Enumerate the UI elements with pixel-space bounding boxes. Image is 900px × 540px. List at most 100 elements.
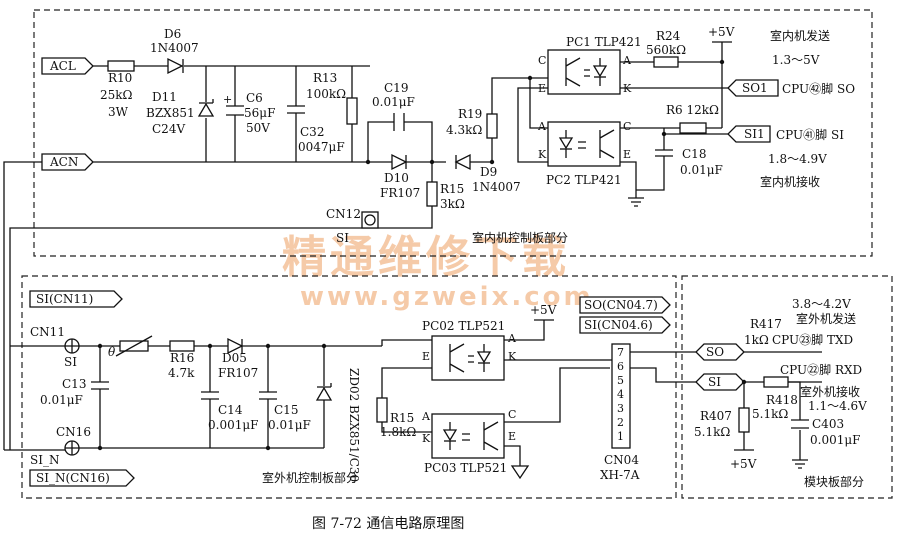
r418-resistor xyxy=(763,376,789,388)
so1-terminal xyxy=(727,79,779,97)
r418-value: 5.1kΩ xyxy=(752,407,788,421)
module-send-range: 3.8～4.2V xyxy=(792,297,851,311)
module-ground xyxy=(792,459,808,469)
r15-out-ref: R15 xyxy=(390,411,414,425)
indoor-board-border xyxy=(33,9,873,257)
sin-cn16-tag xyxy=(29,469,135,487)
r417-value: 1kΩ xyxy=(744,333,769,347)
cn12-connector xyxy=(361,211,379,229)
r24-value: 560kΩ xyxy=(646,43,686,57)
c13-value: 0.01μF xyxy=(40,393,83,407)
d11-voltage: C24V xyxy=(152,122,185,136)
sin-cn16-tag-label: SI_N(CN16) xyxy=(36,471,110,485)
d05-part: FR107 xyxy=(218,366,258,380)
module-board-border xyxy=(681,275,893,499)
acn-label: ACN xyxy=(49,155,78,169)
svg-text:E: E xyxy=(422,350,430,363)
pc02-optocoupler xyxy=(431,335,505,381)
svg-text:A: A xyxy=(537,120,547,133)
cn04-pin-7: 7 xyxy=(617,346,624,359)
ground-symbol xyxy=(628,197,644,207)
acn-terminal xyxy=(41,153,94,171)
c32-value: 0047μF xyxy=(298,140,345,154)
module-send-title: 室外机发送 xyxy=(796,311,856,326)
pc03-label: PC03 TLP521 xyxy=(424,461,507,475)
r24-ref: R24 xyxy=(656,29,681,43)
so-cn04-tag xyxy=(579,296,671,314)
indoor-recv-title: 室内机接收 xyxy=(760,174,820,189)
pc03-optocoupler xyxy=(431,413,505,459)
module-recv-range: 1.1～4.6V xyxy=(808,399,867,413)
so-module-tag xyxy=(695,343,745,361)
pc2-label: PC2 TLP421 xyxy=(546,173,622,187)
si1-label: SI1 xyxy=(744,127,765,141)
cn04-pin-3: 3 xyxy=(617,402,624,415)
module-recv-title: 室外机接收 xyxy=(800,384,860,399)
cn04-pin-6: 6 xyxy=(617,360,624,373)
acl-terminal xyxy=(41,57,94,75)
indoor-send-range: 1.3～5V xyxy=(772,53,820,67)
d6-part: 1N4007 xyxy=(150,41,199,55)
r24-resistor xyxy=(653,56,679,68)
cn04-pin-2: 2 xyxy=(617,416,624,429)
r407-ref: R407 xyxy=(700,409,732,423)
si-cn11-tag-label: SI(CN11) xyxy=(36,292,93,306)
zd02-zener xyxy=(315,386,333,401)
cn04-pin-4: 4 xyxy=(617,388,624,401)
watermark: 精通维修下载 www.gzweix.com xyxy=(282,232,594,312)
r10-value: 25kΩ xyxy=(100,88,133,102)
svg-text:K: K xyxy=(422,432,431,445)
outdoor-section: SI(CN11) SI_N(CN16) CN11 SI CN16 SI_N C1… xyxy=(4,290,696,487)
ground-arrow xyxy=(510,465,530,480)
outdoor-vcc: +5V xyxy=(530,303,557,317)
indoor-recv-range: 1.8～4.9V xyxy=(768,152,827,166)
r19-ref: R19 xyxy=(458,107,482,121)
r15-ref: R15 xyxy=(440,182,464,196)
c6-voltage: 50V xyxy=(246,121,270,135)
c14-value: 0.001μF xyxy=(208,418,258,432)
d9-diode xyxy=(454,153,471,171)
c15-ref: C15 xyxy=(274,403,298,417)
si-module-tag xyxy=(695,373,745,391)
indoor-vcc: +5V xyxy=(708,25,735,39)
si1-terminal xyxy=(727,125,771,143)
module-rxd: CPU㉒脚 RXD xyxy=(780,362,862,377)
si-module-label: SI xyxy=(708,375,721,389)
so-module-label: SO xyxy=(706,345,724,359)
cn11-si: SI xyxy=(64,355,77,369)
indoor-section-label: 室内机控制板部分 xyxy=(472,230,568,245)
svg-text:A: A xyxy=(507,332,517,345)
r407-resistor xyxy=(738,407,750,433)
c18-ref: C18 xyxy=(682,147,706,161)
r19-resistor xyxy=(486,113,498,139)
outdoor-board-border xyxy=(21,275,677,499)
r418-ref: R418 xyxy=(766,393,798,407)
r417-ref: R417 xyxy=(750,317,782,331)
d6-ref: D6 xyxy=(164,27,181,41)
c32-ref: C32 xyxy=(300,125,324,139)
r16-ref: R16 xyxy=(170,351,194,365)
r19-value: 4.3kΩ xyxy=(446,123,482,137)
indoor-section: ACL ACN R10 25kΩ 3W D6 1N4007 D11 BZX851… xyxy=(3,25,855,450)
r15-out-resistor xyxy=(376,397,388,423)
r16-value: 4.7k xyxy=(168,366,195,380)
cn04-part: XH-7A xyxy=(600,468,640,482)
si-cn11-tag xyxy=(29,290,123,308)
r6-label: R6 12kΩ xyxy=(666,103,719,117)
pc1-label: PC1 TLP421 xyxy=(566,35,642,49)
c6-value: 56μF xyxy=(244,106,275,120)
si1-cpu-pin: CPU㊶脚 SI xyxy=(776,127,844,142)
r10-resistor xyxy=(107,60,135,72)
cn12-si: SI xyxy=(336,231,349,245)
pc2-optocoupler xyxy=(547,121,621,167)
c19-value: 0.01μF xyxy=(372,95,415,109)
watermark-url: www.gzweix.com xyxy=(300,282,594,312)
svg-text:K: K xyxy=(508,350,517,363)
watermark-cn: 精通维修下载 xyxy=(282,232,570,283)
d9-ref: D9 xyxy=(480,165,497,179)
figure-caption: 图 7-72 通信电路原理图 xyxy=(312,516,464,532)
indoor-send-title: 室内机发送 xyxy=(770,28,830,43)
si-cn04-tag xyxy=(579,316,671,334)
d10-part: FR107 xyxy=(380,186,420,200)
